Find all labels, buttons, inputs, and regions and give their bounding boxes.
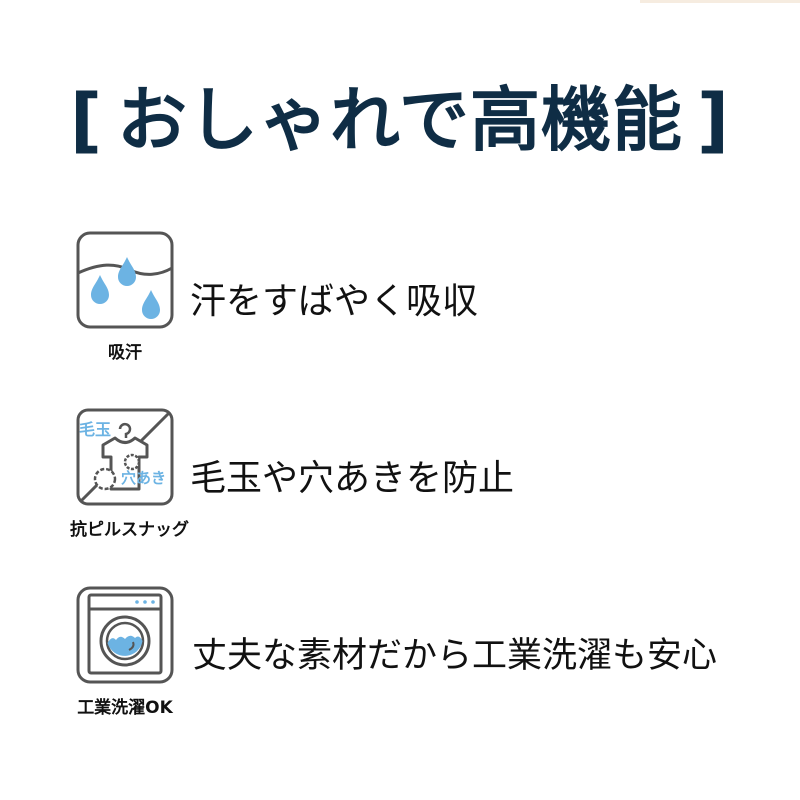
feature-text: 汗をすばやく吸収 — [190, 281, 479, 322]
feature-text: 毛玉や穴あきを防止 — [190, 458, 515, 499]
bracket-close: ] — [696, 79, 730, 161]
icon-label: 抗ピルスナッグ — [70, 520, 189, 540]
icon-label: 工業洗濯OK — [77, 698, 173, 718]
feature-sweat-absorb: 吸汗 汗をすばやく吸収 — [70, 230, 790, 380]
washing-machine-icon — [75, 585, 175, 685]
feature-text: 丈夫な素材だから工業洗濯も安心 — [192, 636, 718, 676]
icon-label: 吸汗 — [108, 343, 142, 363]
title-text: おしゃれで高機能 — [117, 79, 683, 161]
feature-anti-pilling: 毛玉 穴あき 抗ピルスナッグ 毛玉や穴あきを防止 — [70, 407, 790, 557]
icon-inner-text-pilling: 毛玉 — [79, 420, 111, 439]
top-decorative-strip — [640, 0, 800, 3]
icon-inner-text-holes: 穴あき — [121, 469, 166, 487]
feature-industrial-wash: 工業洗濯OK 丈夫な素材だから工業洗濯も安心 — [70, 585, 790, 735]
anti-pilling-icon: 毛玉 穴あき — [75, 407, 175, 507]
bracket-open: [ — [70, 79, 104, 161]
sweat-absorb-icon — [75, 230, 175, 330]
page-title: [おしゃれで高機能] — [0, 70, 800, 170]
